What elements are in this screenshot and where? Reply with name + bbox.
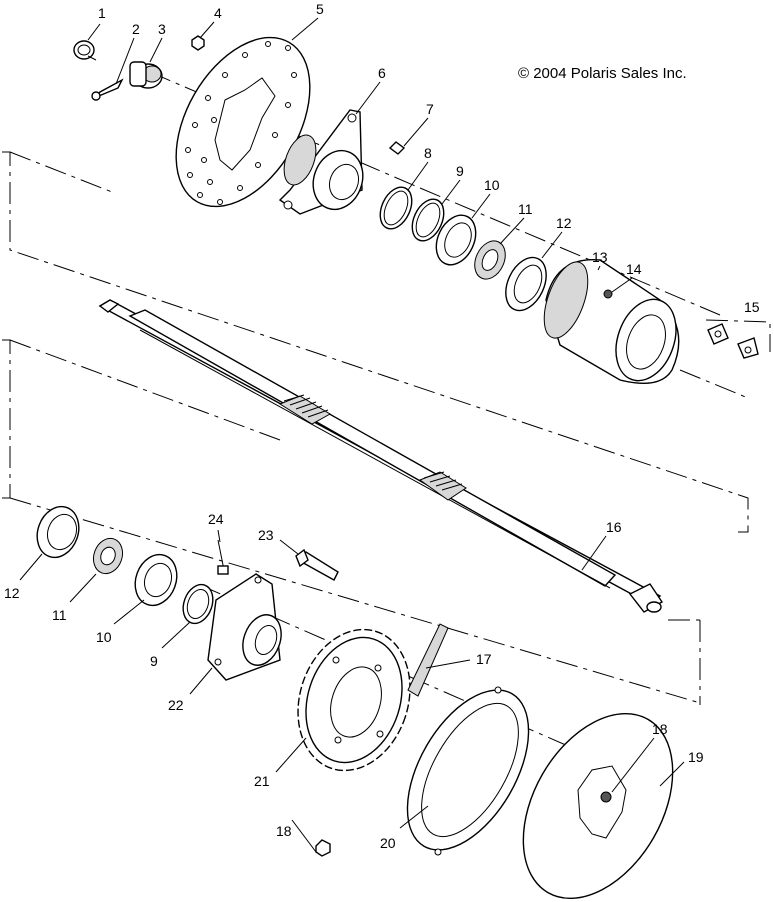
callout-18-upper: 18 <box>652 721 668 737</box>
bolt <box>91 78 124 101</box>
callout-4: 4 <box>214 5 222 21</box>
rear-axle <box>98 299 664 613</box>
callout-9-lower: 9 <box>150 653 158 669</box>
retainer-clips <box>705 319 771 359</box>
bearing-11-lower <box>92 537 124 575</box>
seal-10-lower <box>134 553 178 607</box>
callout-6: 6 <box>378 65 386 81</box>
seal-9-lower <box>182 583 214 625</box>
seal-10 <box>435 214 477 266</box>
brake-hub <box>278 109 364 215</box>
callout-9: 9 <box>456 163 464 179</box>
race-12-lower <box>36 505 80 559</box>
nut-18 <box>315 839 331 857</box>
snap-ring <box>73 40 97 61</box>
disc-plate <box>522 712 674 900</box>
callout-14: 14 <box>626 261 642 277</box>
callout-18-lower: 18 <box>276 823 292 839</box>
callout-21: 21 <box>254 773 270 789</box>
bolt-24 <box>217 539 229 575</box>
callout-17: 17 <box>476 651 492 667</box>
snap-ring-8 <box>379 186 413 230</box>
callout-16: 16 <box>606 519 622 535</box>
brake-disc <box>175 36 311 208</box>
callout-13: 13 <box>592 249 608 265</box>
sprocket-hub <box>207 573 282 681</box>
callout-12-lower: 12 <box>4 585 20 601</box>
copyright-text: © 2004 Polaris Sales Inc. <box>518 65 687 82</box>
callout-2: 2 <box>132 21 140 37</box>
seal-9 <box>411 198 445 242</box>
callout-20: 20 <box>380 835 396 851</box>
callout-15: 15 <box>744 299 760 315</box>
callout-24: 24 <box>208 511 224 527</box>
callout-22: 22 <box>168 697 184 713</box>
callout-12: 12 <box>556 215 572 231</box>
callout-11-lower: 11 <box>52 607 67 623</box>
callout-10: 10 <box>484 177 500 193</box>
axle-housing <box>543 258 680 384</box>
callout-10-lower: 10 <box>96 629 112 645</box>
callout-23: 23 <box>258 527 274 543</box>
leader-lines <box>19 17 685 853</box>
callout-11: 11 <box>518 201 533 217</box>
callout-8: 8 <box>424 145 432 161</box>
callout-labels: 1 2 3 4 5 6 7 8 9 10 11 12 13 14 15 16 1… <box>4 1 760 851</box>
callout-1: 1 <box>98 5 106 21</box>
callout-5: 5 <box>316 1 324 17</box>
guard-ring <box>406 686 530 856</box>
race-12 <box>505 256 547 312</box>
bearing-11 <box>474 240 506 280</box>
adjuster-nut <box>129 61 163 89</box>
callout-19: 19 <box>688 749 704 765</box>
nut-small <box>191 35 205 51</box>
sprocket <box>297 628 411 772</box>
bolt-7 <box>388 141 406 155</box>
bolt-23 <box>295 548 339 581</box>
callout-7: 7 <box>426 101 434 117</box>
callout-3: 3 <box>158 21 166 37</box>
chain-piece <box>407 623 449 697</box>
